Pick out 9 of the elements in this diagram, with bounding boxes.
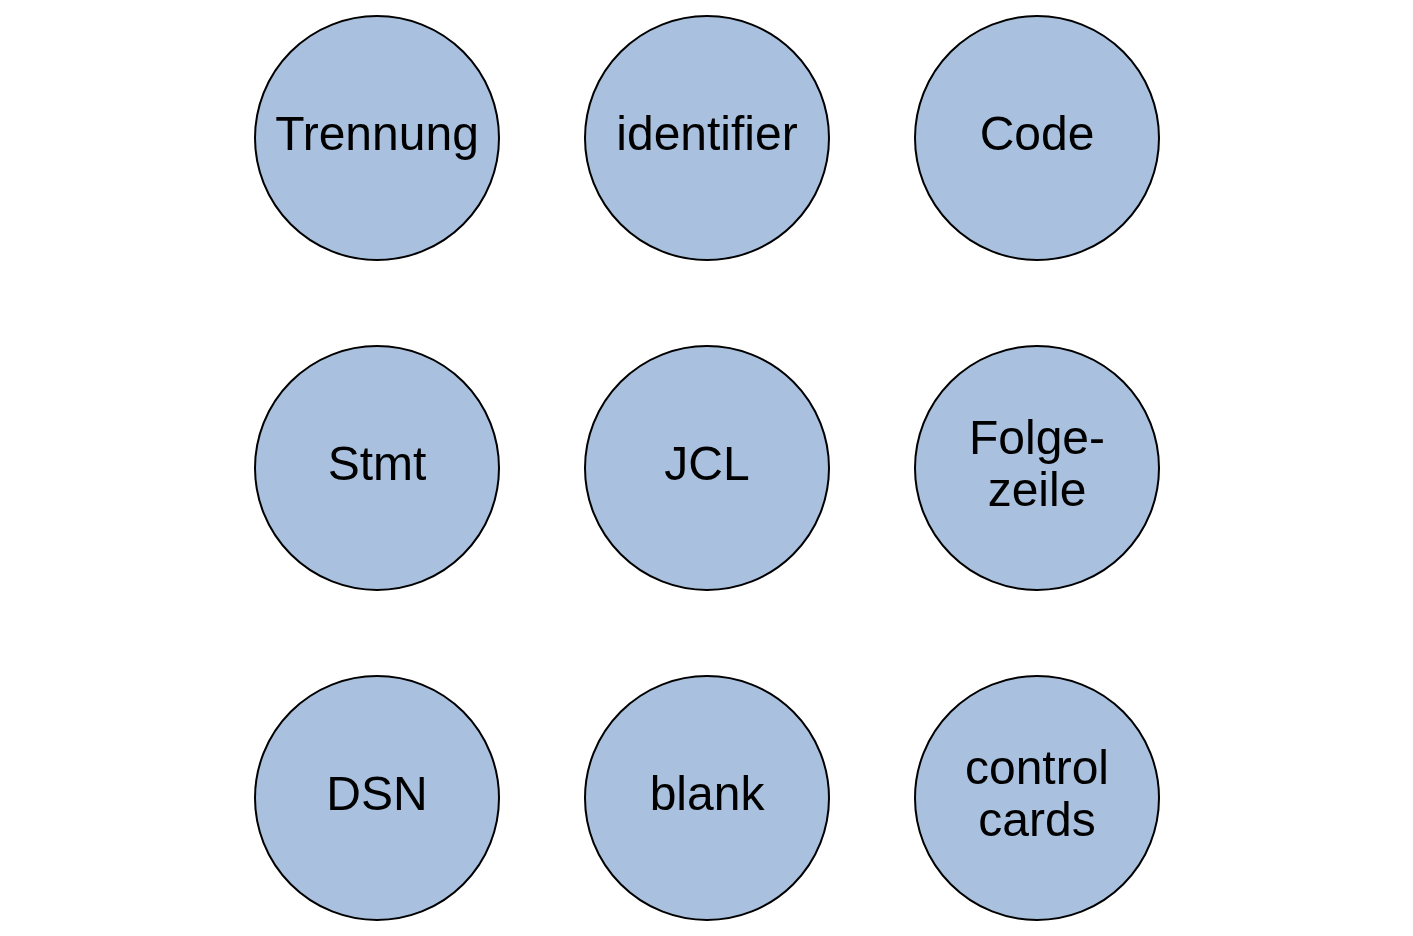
node-circle: JCL — [583, 345, 830, 591]
node-circle: control cards — [913, 675, 1160, 921]
node-circle: Trennung — [253, 15, 500, 261]
node-circle: Folge- zeile — [913, 345, 1160, 591]
node-circle: DSN — [253, 675, 500, 921]
node-circle: identifier — [583, 15, 830, 261]
node-circle: blank — [583, 675, 830, 921]
node-circle: Code — [913, 15, 1160, 261]
node-circle: Stmt — [253, 345, 500, 591]
